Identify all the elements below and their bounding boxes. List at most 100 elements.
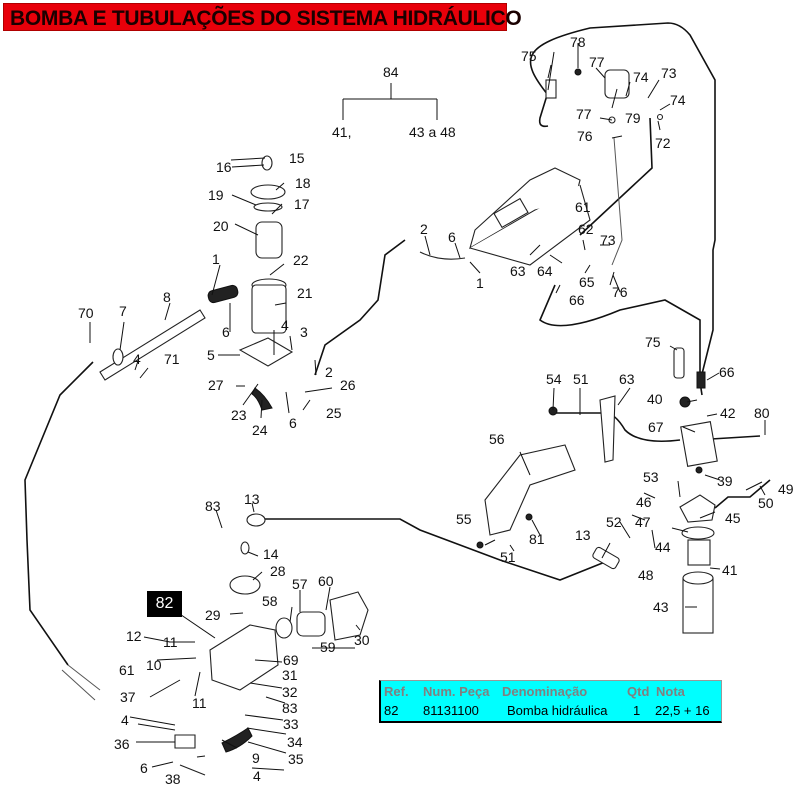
bracket-84 <box>342 83 438 120</box>
label-16: 16 <box>216 159 232 175</box>
flange-28 <box>229 575 261 595</box>
pipe-49 <box>714 479 771 509</box>
label-33: 33 <box>283 716 299 732</box>
label-34: 34 <box>287 734 303 750</box>
label-75: 75 <box>521 48 537 64</box>
label-74b: 74 <box>670 92 686 108</box>
cap-18 <box>250 184 286 200</box>
transmission-housing <box>419 167 591 266</box>
eyebolt-15 <box>261 155 273 171</box>
highlighted-part-badge: 82 <box>147 591 182 617</box>
label-61: 61 <box>575 199 591 215</box>
label-26: 26 <box>340 377 356 393</box>
label-61b: 61 <box>119 662 135 678</box>
label-43: 43 <box>653 599 669 615</box>
filter-41-assembly <box>679 466 716 634</box>
label-45: 45 <box>725 510 741 526</box>
label-38: 38 <box>165 771 181 787</box>
pipe-left-loop <box>24 361 94 666</box>
pipe-reservoir-drain <box>538 91 549 128</box>
fitting-75b <box>673 347 685 379</box>
cell-part-number: 81131100 <box>423 703 479 718</box>
col-header-part-number: Num. Peça <box>423 684 490 699</box>
label-60: 60 <box>318 573 334 589</box>
label-54: 54 <box>546 371 562 387</box>
label-80: 80 <box>754 405 770 421</box>
hydraulic-pipes <box>24 22 771 701</box>
label-57: 57 <box>292 576 308 592</box>
label-1: 1 <box>212 251 220 267</box>
label-50: 50 <box>758 495 774 511</box>
label-6d: 6 <box>140 760 148 776</box>
parts-table: Ref. Num. Peça Denominação Qtd Nota 82 8… <box>379 680 722 723</box>
label-21: 21 <box>297 285 313 301</box>
label-22: 22 <box>293 252 309 268</box>
label-63: 63 <box>510 263 526 279</box>
clamp-7 <box>112 348 124 366</box>
pipe-pressure-13 <box>265 518 611 581</box>
label-5: 5 <box>207 347 215 363</box>
label-72: 72 <box>655 135 671 151</box>
label-12: 12 <box>126 628 142 644</box>
nut-78 <box>574 68 582 76</box>
label-15: 15 <box>289 150 305 166</box>
label-58: 58 <box>262 593 278 609</box>
label-29: 29 <box>205 607 221 623</box>
label-77: 77 <box>589 54 605 70</box>
label-66: 66 <box>569 292 585 308</box>
label-24: 24 <box>252 422 268 438</box>
housing-cover <box>493 197 529 229</box>
label-4d: 4 <box>253 768 261 784</box>
label-13b: 13 <box>575 527 591 543</box>
oring-19 <box>253 202 283 212</box>
bracket-56-body <box>484 444 576 536</box>
bowl-43 <box>682 577 714 634</box>
col-header-qty: Qtd <box>627 684 650 699</box>
label-31: 31 <box>282 667 298 683</box>
cell-ref: 82 <box>384 703 399 718</box>
col-header-description: Denominação <box>502 684 588 699</box>
label-6b: 6 <box>289 415 297 431</box>
leader-lines <box>89 43 766 771</box>
elbow-35 <box>221 727 253 753</box>
gear-57 <box>296 611 326 637</box>
label-78: 78 <box>570 34 586 50</box>
elbow-24 <box>251 387 273 411</box>
hose-1 <box>207 284 239 304</box>
label-10: 10 <box>146 657 162 673</box>
label-36: 36 <box>114 736 130 752</box>
label-52: 52 <box>606 514 622 530</box>
label-49: 49 <box>778 481 794 497</box>
label-51b: 51 <box>500 549 516 565</box>
label-55: 55 <box>456 511 472 527</box>
label-39: 39 <box>717 473 733 489</box>
cell-note: 22,5 + 16 <box>655 703 710 718</box>
pipe-66-to-valve <box>539 284 701 375</box>
fitting-66b <box>696 371 706 389</box>
label-23: 23 <box>231 407 247 423</box>
pipe-right-loop <box>529 22 716 383</box>
seal-44 <box>681 526 715 540</box>
label-2b: 2 <box>420 221 428 237</box>
label-81: 81 <box>529 531 545 547</box>
filter-element-20 <box>255 221 283 259</box>
label-28: 28 <box>270 563 286 579</box>
valve-67 <box>680 421 718 467</box>
label-30: 30 <box>354 632 370 648</box>
label-67: 67 <box>648 419 664 435</box>
pipe-left-hose <box>61 664 101 701</box>
pump-assembly <box>174 513 620 776</box>
label-41: 41 <box>722 562 738 578</box>
fitting-13 <box>246 513 266 527</box>
housing-21 <box>251 284 287 334</box>
bracket-56 <box>476 444 576 549</box>
label-53: 53 <box>643 469 659 485</box>
label-83: 83 <box>205 498 221 514</box>
plug-39 <box>695 466 703 474</box>
label-83b: 83 <box>282 700 298 716</box>
pump-82-body <box>209 624 279 691</box>
label-56: 56 <box>489 431 505 447</box>
label-75b: 75 <box>645 334 661 350</box>
fitting-75 <box>545 79 557 99</box>
